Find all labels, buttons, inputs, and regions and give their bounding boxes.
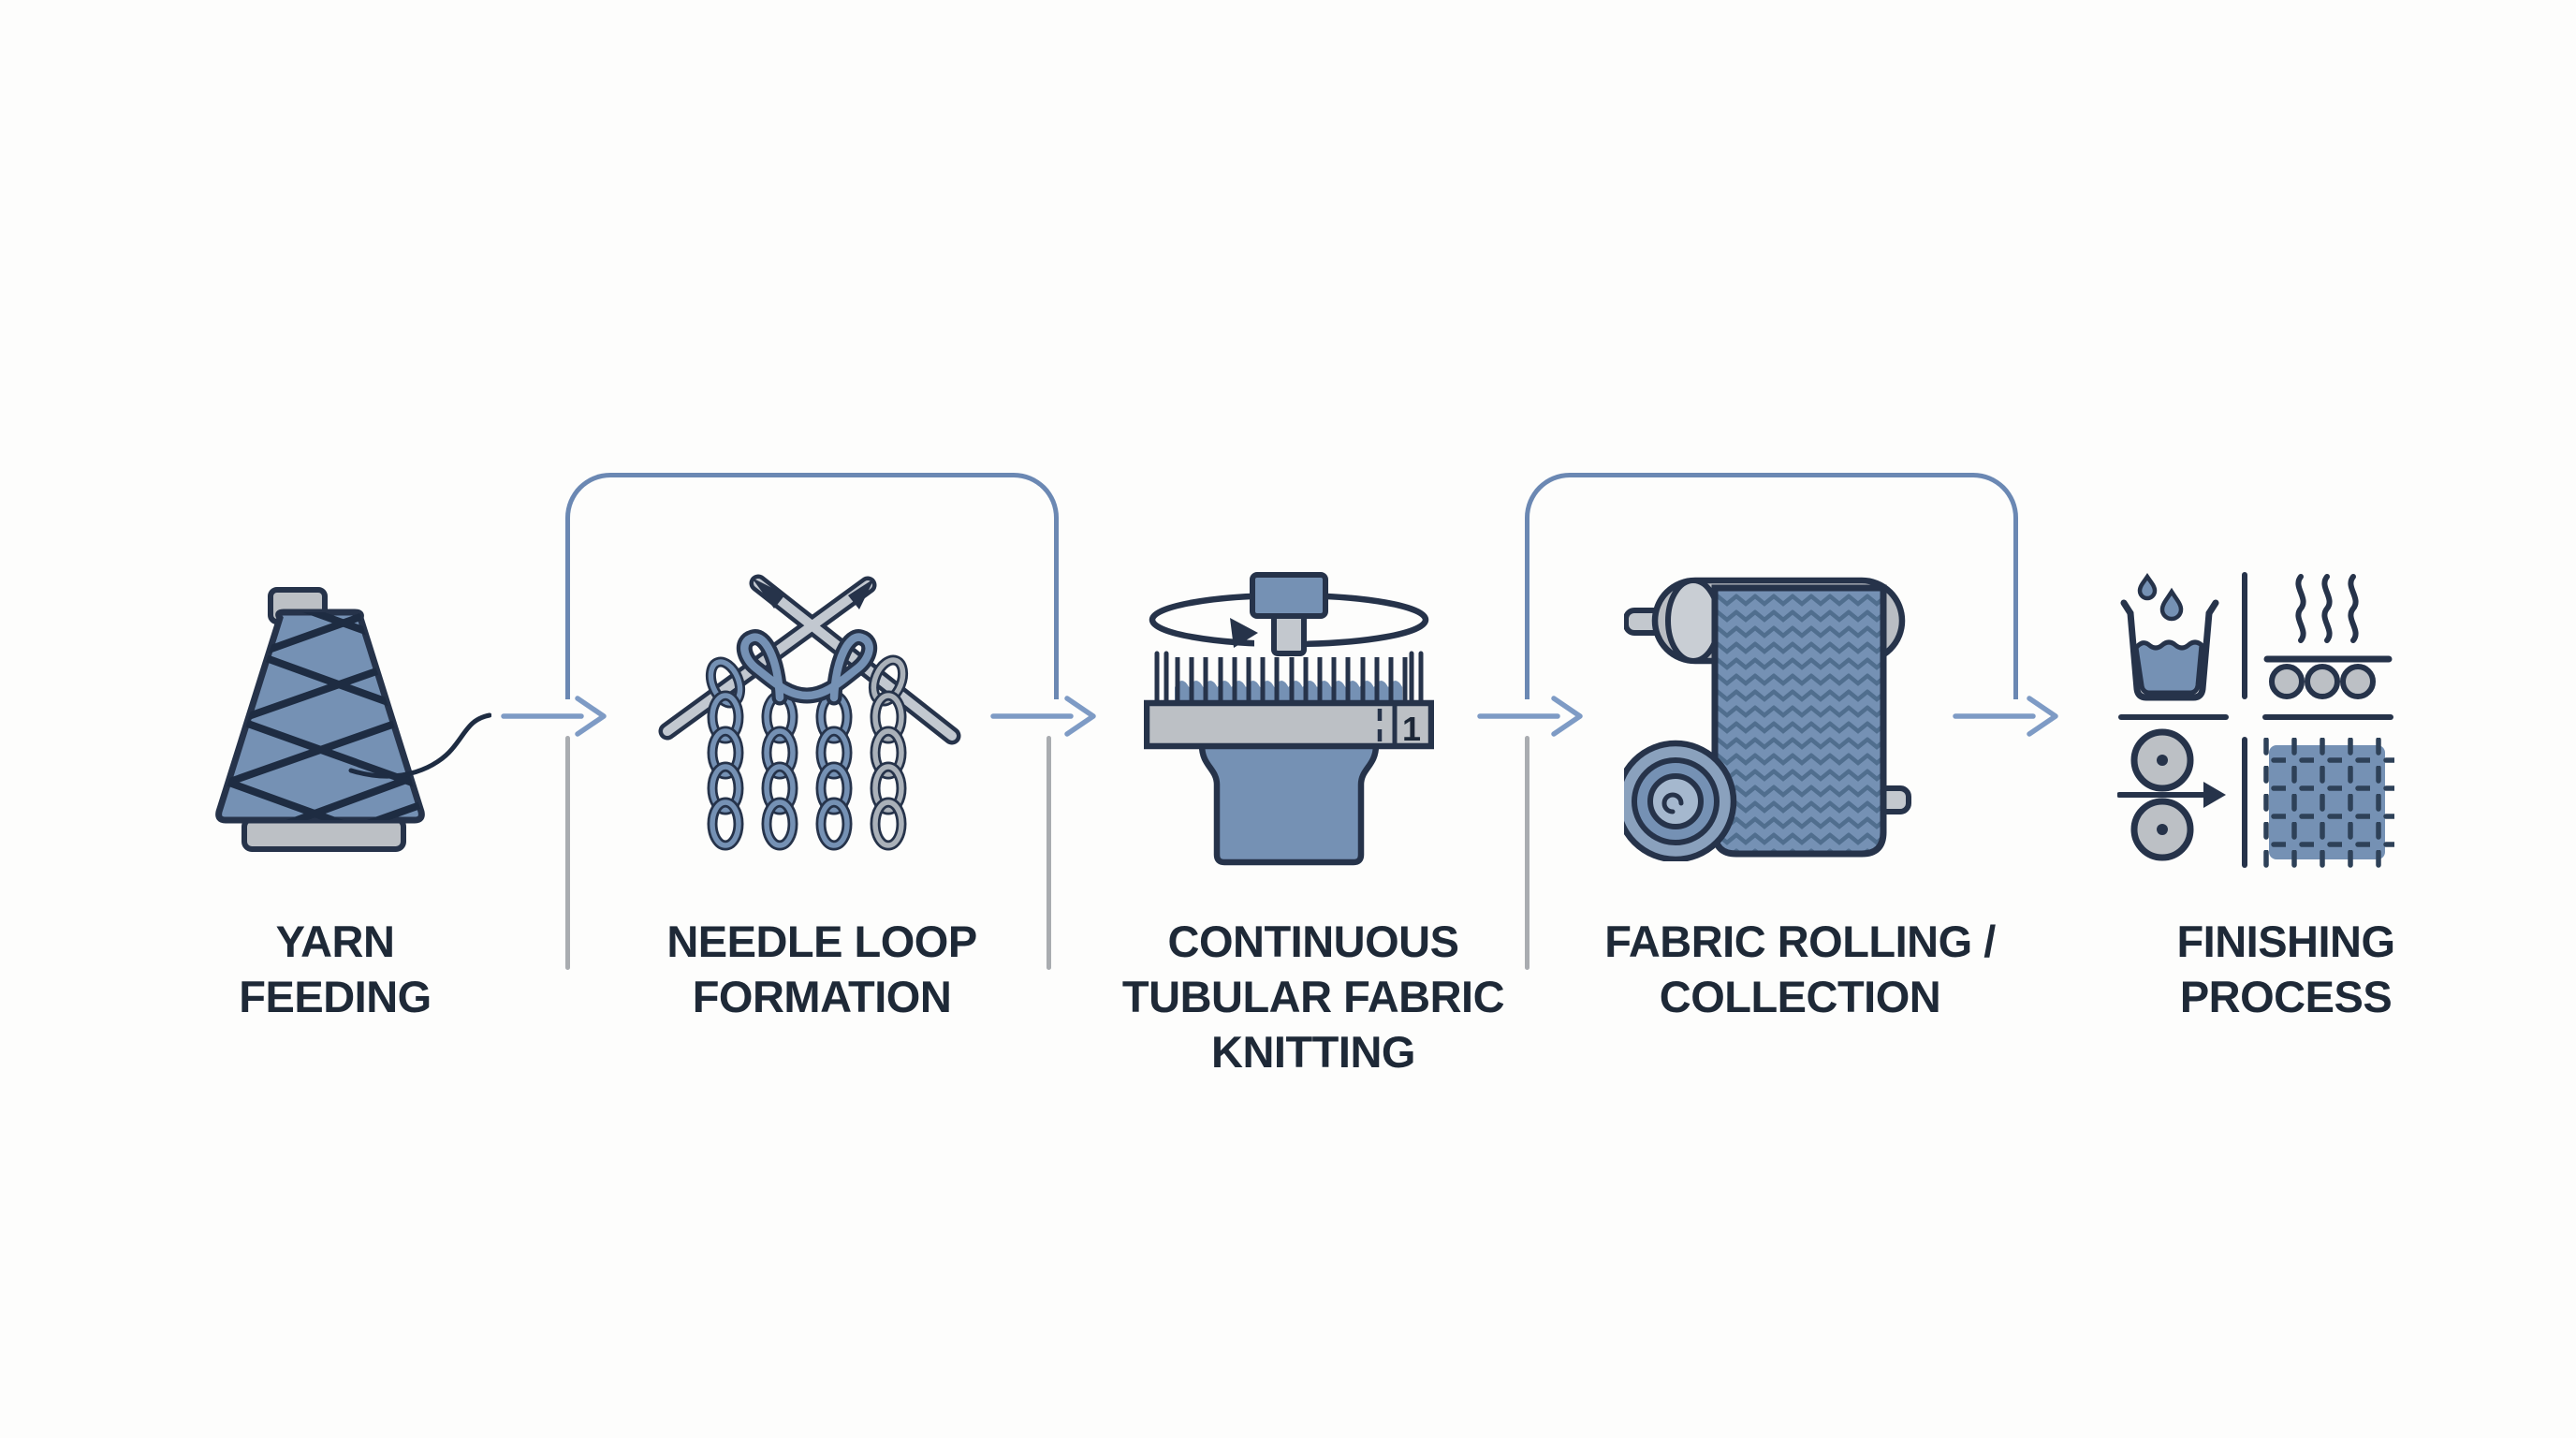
label-line: CONTINUOUS: [1167, 917, 1459, 966]
yarn-cone-icon: [215, 587, 491, 852]
grid-dividers: [2118, 572, 2393, 868]
rotation-arrowhead: [1230, 618, 1258, 648]
steam-drying-icon: [2263, 574, 2393, 699]
stage-divider-3: [1525, 736, 1530, 970]
label-line: PROCESS: [2179, 972, 2393, 1021]
spindle-stem: [1271, 611, 1307, 656]
calender-rollers-icon: [2117, 728, 2226, 861]
fabric-band: [1175, 681, 1403, 704]
flow-arrow-4: [1953, 696, 2058, 737]
washing-vat-icon: [2120, 572, 2219, 701]
flow-arrow-2: [990, 696, 1096, 737]
stage-label-needle-loop-formation: NEEDLE LOOP FORMATION: [635, 914, 1009, 1024]
yarn-thread: [348, 712, 491, 779]
cone-bottom-cap: [242, 816, 406, 852]
label-line: FABRIC ROLLING /: [1604, 917, 1996, 966]
woven-fabric-icon: [2258, 736, 2394, 869]
needle-bed: [1175, 657, 1408, 702]
stage-label-finishing-process: FINISHING PROCESS: [2099, 914, 2473, 1024]
fabric-roll: [1624, 740, 1737, 861]
water-drop-icon: [2159, 587, 2184, 622]
label-line: YARN: [275, 917, 395, 966]
water-drop-icon: [2137, 572, 2158, 601]
tubular-fabric: [1198, 741, 1380, 866]
cylinder-dial-mark: 1: [1402, 710, 1421, 748]
label-line: FINISHING: [2176, 917, 2395, 966]
label-line: FEEDING: [239, 972, 432, 1021]
spindle-cap: [1250, 572, 1328, 619]
flow-arrow-3: [1477, 696, 1583, 737]
stage-label-continuous-tubular-fabric-knitting: CONTINUOUS TUBULAR FABRIC KNITTING: [1117, 914, 1510, 1079]
label-line: KNITTING: [1211, 1027, 1415, 1077]
stitch-loops: [705, 629, 908, 845]
label-line: COLLECTION: [1659, 972, 1941, 1021]
circular-knitting-machine-icon: 1: [1144, 572, 1434, 866]
stage-divider-2: [1046, 736, 1051, 970]
label-line: FORMATION: [692, 972, 952, 1021]
finishing-steps-grid-icon: [2117, 572, 2394, 869]
knitting-needles-icon: [658, 574, 961, 855]
stage-label-yarn-feeding: YARN FEEDING: [148, 914, 522, 1024]
label-line: TUBULAR FABRIC: [1121, 972, 1505, 1021]
stage-divider-1: [565, 736, 570, 970]
loopback-bracket-1: [565, 473, 1059, 699]
fabric-roll-icon: [1624, 577, 1911, 861]
flow-arrow-1: [501, 696, 607, 737]
loopback-bracket-2: [1525, 473, 2018, 699]
stage-label-fabric-rolling-collection: FABRIC ROLLING / COLLECTION: [1594, 914, 2006, 1024]
cylinder-bar: [1144, 699, 1434, 750]
label-line: NEEDLE LOOP: [666, 917, 977, 966]
